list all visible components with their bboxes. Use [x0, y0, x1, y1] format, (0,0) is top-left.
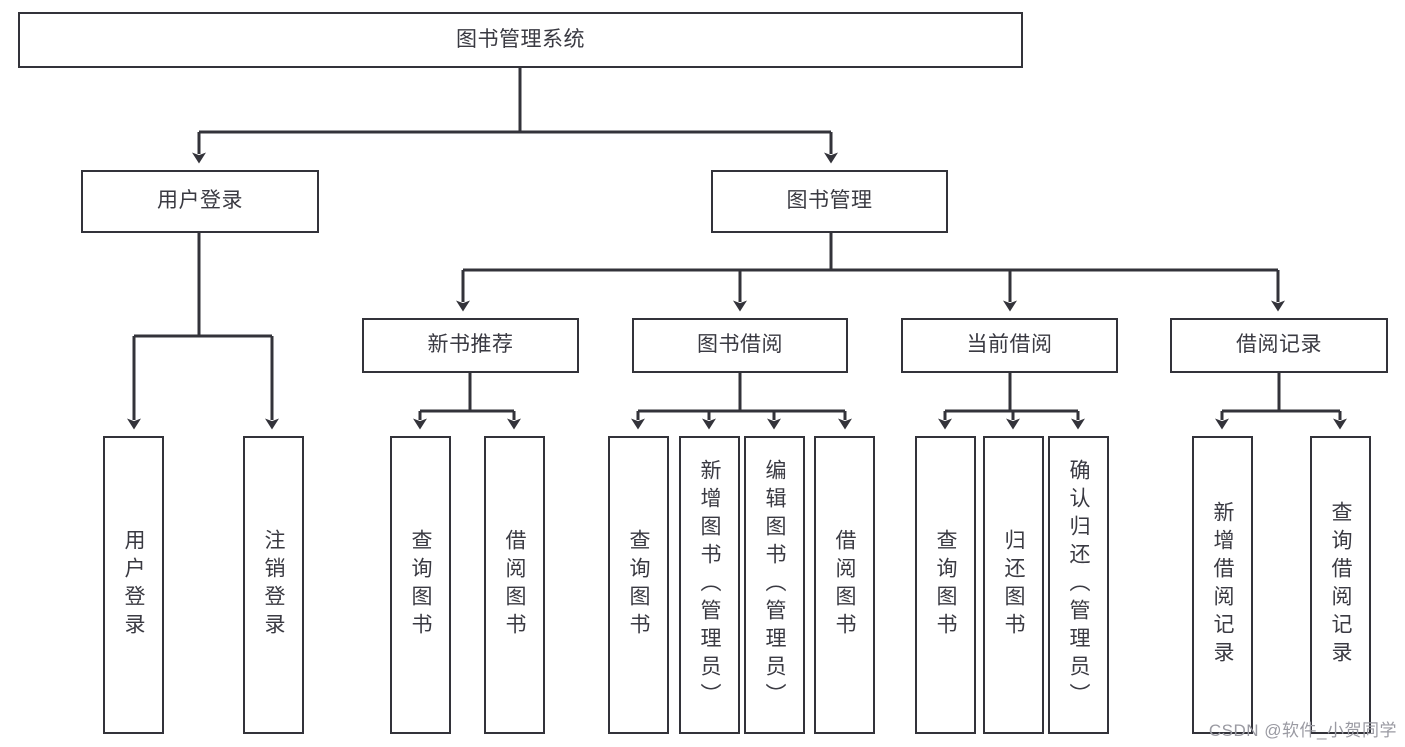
node-leaf-query-book-3-label: 查询图书 — [934, 529, 957, 641]
node-leaf-return-book[interactable]: 归还图书 — [983, 436, 1044, 734]
node-book-borrow[interactable]: 图书借阅 — [632, 318, 848, 373]
node-leaf-confirm-return-label: 确认归还（管理员） — [1067, 459, 1090, 711]
node-leaf-query-book-1-label: 查询图书 — [409, 529, 432, 641]
node-leaf-edit-book[interactable]: 编辑图书（管理员） — [744, 436, 805, 734]
node-leaf-add-book[interactable]: 新增图书（管理员） — [679, 436, 740, 734]
node-leaf-confirm-return[interactable]: 确认归还（管理员） — [1048, 436, 1109, 734]
node-borrow-record-label: 借阅记录 — [1236, 333, 1322, 357]
node-leaf-query-book-2[interactable]: 查询图书 — [608, 436, 669, 734]
node-leaf-return-book-label: 归还图书 — [1002, 529, 1025, 641]
node-user-login-label: 用户登录 — [157, 189, 243, 213]
node-leaf-borrow-book-1-label: 借阅图书 — [503, 529, 526, 641]
node-book-borrow-label: 图书借阅 — [697, 333, 783, 357]
node-book-management-label: 图书管理 — [786, 189, 873, 213]
node-leaf-query-record[interactable]: 查询借阅记录 — [1310, 436, 1371, 734]
node-new-book-recommend[interactable]: 新书推荐 — [362, 318, 579, 373]
node-leaf-borrow-book-2-label: 借阅图书 — [833, 529, 856, 641]
node-leaf-borrow-book-2[interactable]: 借阅图书 — [814, 436, 875, 734]
node-leaf-add-book-label: 新增图书（管理员） — [698, 459, 721, 711]
node-leaf-user-login-label: 用户登录 — [122, 529, 145, 641]
node-leaf-user-login[interactable]: 用户登录 — [103, 436, 164, 734]
node-current-borrow[interactable]: 当前借阅 — [901, 318, 1118, 373]
node-leaf-query-book-3[interactable]: 查询图书 — [915, 436, 976, 734]
node-leaf-add-record[interactable]: 新增借阅记录 — [1192, 436, 1253, 734]
node-leaf-logout[interactable]: 注销登录 — [243, 436, 304, 734]
node-leaf-query-record-label: 查询借阅记录 — [1329, 501, 1352, 669]
node-leaf-logout-label: 注销登录 — [262, 529, 285, 641]
watermark-text: CSDN @软件_小贺同学 — [1208, 721, 1397, 740]
node-current-borrow-label: 当前借阅 — [966, 333, 1053, 357]
node-new-book-recommend-label: 新书推荐 — [427, 333, 514, 357]
node-user-login[interactable]: 用户登录 — [81, 170, 319, 233]
node-book-management[interactable]: 图书管理 — [711, 170, 948, 233]
node-root-label: 图书管理系统 — [456, 27, 585, 51]
node-leaf-query-book-1[interactable]: 查询图书 — [390, 436, 451, 734]
node-root[interactable]: 图书管理系统 — [18, 12, 1023, 68]
node-leaf-add-record-label: 新增借阅记录 — [1211, 501, 1234, 669]
node-leaf-query-book-2-label: 查询图书 — [627, 529, 650, 641]
node-leaf-borrow-book-1[interactable]: 借阅图书 — [484, 436, 545, 734]
node-leaf-edit-book-label: 编辑图书（管理员） — [763, 459, 786, 711]
node-borrow-record[interactable]: 借阅记录 — [1170, 318, 1388, 373]
